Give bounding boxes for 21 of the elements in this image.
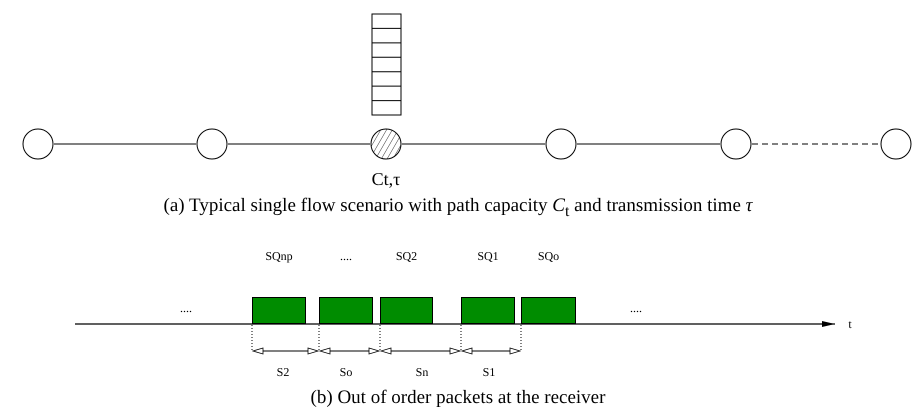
packet-label: SQnp xyxy=(264,249,294,263)
node-circle xyxy=(720,128,752,160)
hatched-node-circle xyxy=(370,128,402,160)
ellipsis: .... xyxy=(180,302,192,314)
packet-label: SQ2 xyxy=(394,249,418,263)
packet-label: SQ1 xyxy=(476,249,500,263)
dimension-label: So xyxy=(340,366,352,378)
dimension-label: S2 xyxy=(276,366,290,378)
dimension-label: Sn xyxy=(416,366,428,378)
packet-label: SQo xyxy=(536,249,560,263)
dimension-label: S1 xyxy=(482,366,496,378)
figure-caption: (a) Typical single flow scenario with path capacity C$_{t}$ and transmission time τ xyxy=(164,196,752,220)
axis-label: t xyxy=(848,318,852,330)
node-circle xyxy=(880,128,912,160)
node-circle xyxy=(545,128,577,160)
node-circle xyxy=(22,128,54,160)
figure-caption: (b) Out of order packets at the receiver xyxy=(310,388,606,407)
node-circle xyxy=(196,128,228,160)
ellipsis: .... xyxy=(630,302,642,314)
packet-label: .... xyxy=(339,249,353,263)
node-caption: Ct,τ xyxy=(372,170,400,188)
